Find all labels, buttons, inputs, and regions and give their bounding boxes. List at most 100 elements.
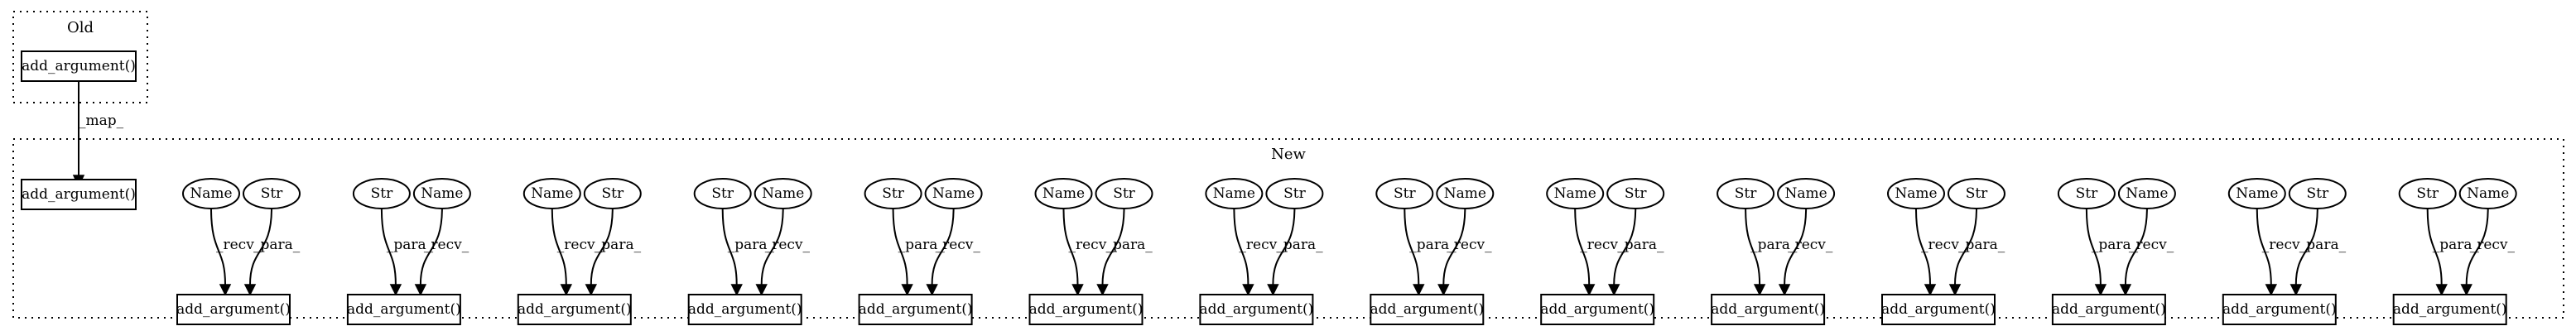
group-7-add-argument-label: add_argument() bbox=[1370, 301, 1484, 318]
diagram-group: Name Str _recv__para_ add_argument() bbox=[2222, 178, 2347, 325]
group-4-right-edge-label: _recv_ bbox=[936, 237, 981, 253]
group-0-add-argument-box bbox=[176, 294, 291, 325]
group-11-right-edge-line bbox=[2124, 208, 2148, 285]
group-11-left-edge-line bbox=[2085, 208, 2102, 285]
group-8-add-argument-box bbox=[1540, 294, 1655, 325]
group-8-right-edge-line bbox=[1613, 208, 1637, 285]
group-12-right-node-label: Str bbox=[2306, 185, 2328, 202]
map-edge-label: _map_ bbox=[79, 113, 124, 129]
mapped-add-argument-label: add_argument() bbox=[22, 186, 136, 203]
group-11-left-edge-label: _para_ bbox=[2092, 237, 2139, 253]
group-0-left-node-label: Name bbox=[190, 185, 232, 202]
group-10-add-argument-label: add_argument() bbox=[1881, 301, 1996, 318]
group-3-right-node-label: Name bbox=[762, 185, 804, 202]
group-1-add-argument-label: add_argument() bbox=[347, 301, 461, 318]
group-0-left-edge-label: _recv_ bbox=[216, 237, 262, 253]
cluster-old-label: Old bbox=[67, 19, 94, 36]
group-10-right-edge-line bbox=[1954, 208, 1977, 285]
group-2-left-node-label: Name bbox=[531, 185, 573, 202]
group-1-right-edge-line bbox=[419, 208, 443, 285]
group-13-left-edge-label: _para_ bbox=[2433, 237, 2480, 253]
group-11-left-node-label: Str bbox=[2076, 185, 2098, 202]
group-6-left-edge-arrowhead bbox=[1242, 284, 1254, 296]
group-10-left-edge-arrowhead bbox=[1924, 284, 1937, 296]
group-13-right-edge-arrowhead bbox=[2460, 284, 2472, 296]
group-10-add-argument-box bbox=[1881, 294, 1996, 325]
group-2-left-edge-arrowhead bbox=[560, 284, 573, 296]
group-3-left-edge-arrowhead bbox=[730, 284, 743, 296]
group-1-right-node-label: Name bbox=[421, 185, 463, 202]
group-9-right-node-label: Name bbox=[1784, 185, 1827, 202]
group-0-left-edge-line bbox=[210, 208, 226, 285]
group-8-left-node-label: Name bbox=[1554, 185, 1596, 202]
group-1-left-node-label: Str bbox=[371, 185, 393, 202]
group-0-right-node-label: Str bbox=[261, 185, 283, 202]
group-12-right-edge-line bbox=[2294, 208, 2318, 285]
group-8-right-edge-label: _para_ bbox=[1617, 237, 1664, 253]
group-7-left-edge-arrowhead bbox=[1413, 284, 1425, 296]
group-2-right-edge-arrowhead bbox=[585, 284, 598, 296]
group-12-left-node-label: Name bbox=[2236, 185, 2278, 202]
group-13-right-edge-line bbox=[2465, 208, 2489, 285]
group-12-left-edge-label: _recv_ bbox=[2262, 237, 2308, 253]
group-3-right-edge-arrowhead bbox=[755, 284, 768, 296]
group-1-right-edge-label: _recv_ bbox=[424, 237, 469, 253]
group-6-left-edge-label: _recv_ bbox=[1239, 237, 1284, 253]
group-6-left-edge-line bbox=[1233, 208, 1249, 285]
group-9-right-edge-label: _recv_ bbox=[1788, 237, 1833, 253]
group-10-right-node-label: Str bbox=[1966, 185, 1988, 202]
group-8-left-edge-line bbox=[1574, 208, 1591, 285]
group-4-left-edge-label: _para_ bbox=[898, 237, 946, 253]
group-3-left-edge-line bbox=[721, 208, 738, 285]
group-1-left-edge-line bbox=[380, 208, 397, 285]
group-11-right-edge-label: _recv_ bbox=[2129, 237, 2174, 253]
group-11-left-edge-arrowhead bbox=[2094, 284, 2107, 296]
old-add-argument-label: add_argument() bbox=[22, 58, 136, 74]
group-6-add-argument-box bbox=[1199, 294, 1314, 325]
group-5-left-edge-arrowhead bbox=[1071, 284, 1084, 296]
group-8-add-argument-label: add_argument() bbox=[1540, 301, 1654, 318]
group-12-right-edge-label: _para_ bbox=[2299, 237, 2347, 253]
old-add-argument-node: add_argument() bbox=[21, 50, 137, 82]
group-9-left-edge-arrowhead bbox=[1753, 284, 1766, 296]
group-4-left-edge-arrowhead bbox=[901, 284, 913, 296]
group-2-add-argument-label: add_argument() bbox=[518, 301, 632, 318]
group-6-right-edge-label: _para_ bbox=[1276, 237, 1323, 253]
group-5-left-edge-label: _recv_ bbox=[1069, 237, 1115, 253]
group-3-left-node-label: Str bbox=[711, 185, 734, 202]
group-4-add-argument-box bbox=[858, 294, 973, 325]
group-7-left-node-label: Str bbox=[1394, 185, 1416, 202]
group-2-right-edge-label: _para_ bbox=[595, 237, 642, 253]
group-9-right-edge-line bbox=[1784, 208, 1808, 285]
group-4-right-edge-line bbox=[931, 208, 955, 285]
map-edge: _map_ bbox=[72, 81, 124, 188]
group-4-left-node-label: Str bbox=[882, 185, 904, 202]
group-12-right-edge-arrowhead bbox=[2290, 284, 2303, 296]
group-4-add-argument-label: add_argument() bbox=[859, 301, 973, 318]
group-5-right-node-label: Str bbox=[1113, 185, 1135, 202]
group-12-add-argument-label: add_argument() bbox=[2222, 301, 2337, 318]
group-5-left-node-label: Name bbox=[1042, 185, 1085, 202]
group-9-left-edge-line bbox=[1745, 208, 1761, 285]
group-6-add-argument-label: add_argument() bbox=[1200, 301, 1314, 318]
group-0-right-edge-arrowhead bbox=[243, 284, 257, 296]
group-6-right-node-label: Str bbox=[1283, 185, 1306, 202]
cluster-old: Old bbox=[12, 11, 148, 103]
group-7-left-edge-label: _para_ bbox=[1409, 237, 1457, 253]
old-add-argument-box bbox=[21, 50, 137, 82]
group-10-left-edge-label: _recv_ bbox=[1921, 237, 1967, 253]
group-2-add-argument-box bbox=[517, 294, 632, 325]
group-3-add-argument-box bbox=[687, 294, 802, 325]
group-5-right-edge-arrowhead bbox=[1096, 284, 1109, 296]
group-9-add-argument-label: add_argument() bbox=[1711, 301, 1825, 318]
group-1-left-edge-label: _para_ bbox=[387, 237, 434, 253]
